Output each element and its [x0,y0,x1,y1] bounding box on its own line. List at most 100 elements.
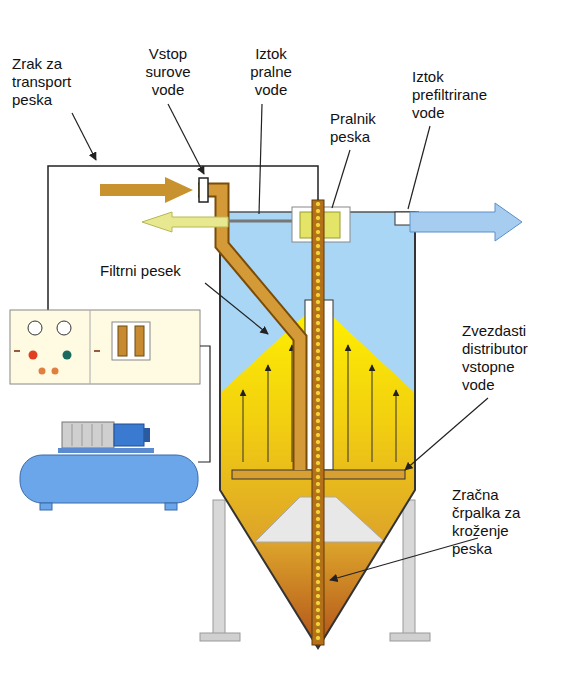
sand-bead [315,243,320,248]
sand-beads [315,201,320,640]
leader-line [168,104,204,174]
inlet-pipe [198,190,300,470]
sand-bead [315,208,320,213]
callout-label: Vstop surove vode [135,45,201,99]
flow-arrow [243,390,244,462]
motor [114,424,144,446]
sand-bead [315,488,320,493]
sand-bead [315,418,320,423]
leader-line [408,126,430,209]
sand-bead [315,362,320,367]
sand-bead [315,621,320,626]
sand-bead [315,292,320,297]
sand-bead [315,432,320,437]
callout-label: Iztok pralne vode [238,45,304,99]
sand-bead [315,600,320,605]
button [39,368,46,375]
sand-bead [315,565,320,570]
sand-bead [315,607,320,612]
sand-bead [315,341,320,346]
tank-foot [40,503,52,510]
sand-bead [315,635,320,640]
mark [14,350,20,352]
sand-bead [315,516,320,521]
sand-bead [315,537,320,542]
sand-bead [315,306,320,311]
sand-bead [315,593,320,598]
compressor-head [62,422,114,448]
sand-bead [315,404,320,409]
sand-bead [315,523,320,528]
sand-bead [315,285,320,290]
sand-bead [315,236,320,241]
sand-bead [315,376,320,381]
leg [213,500,225,635]
flow-arrow [268,365,269,462]
raw-water-arrow [100,177,193,203]
panel-box [10,310,200,384]
sand-bead [315,425,320,430]
sand-bead [315,467,320,472]
sand-bead [315,264,320,269]
sand-bead [315,271,320,276]
leader-line [405,398,488,470]
rib [92,424,93,446]
flange [199,178,208,202]
flow-arrow [348,345,349,462]
gauge [57,321,71,335]
sand-bead [315,453,320,458]
leader-line [332,150,350,208]
sand-bead [315,299,320,304]
sand-bead [315,446,320,451]
inner-cylinder [305,300,333,470]
flow-arrow [396,390,397,462]
flow-arrow [372,365,373,462]
tank-foot [165,503,177,510]
sand-bead [315,327,320,332]
sand-bead [315,383,320,388]
sand-bead [315,544,320,549]
sand-bead [315,222,320,227]
base-plate [58,448,154,453]
sand-bead [315,257,320,262]
sand-bead [315,313,320,318]
wash-water-pipe [228,220,300,223]
control-panel [10,310,200,384]
callout-label: Zračna črpalka za kroženje peska [452,486,544,558]
sand-bead [315,579,320,584]
sand-bead [315,201,320,206]
rib [82,424,83,446]
callout-label: Filtrni pesek [100,262,220,280]
sand-bead [315,278,320,283]
mark [94,350,100,352]
panel-divider [90,310,91,384]
wash-water-arrow [142,212,228,232]
sand-bead [315,495,320,500]
sand-bead [315,348,320,353]
flow-arrow [292,345,293,462]
lamp [63,351,72,360]
sand-bead [315,229,320,234]
sand-bead [315,551,320,556]
sand-bead [315,215,320,220]
air-tank [20,455,198,503]
sand-bead [315,586,320,591]
gauge [28,321,42,335]
sand-bead [315,439,320,444]
sand-bead [315,250,320,255]
sand-bead [315,390,320,395]
air-line [48,166,318,310]
switch-box [112,322,150,360]
sand-bead [315,460,320,465]
sand-bead [315,320,320,325]
button [52,368,59,375]
foot [200,633,240,641]
callout-label: Iztok prefiltrirane vode [412,68,504,122]
inlet-pipe-outline [198,190,300,470]
compressor [20,422,198,510]
sand-bead [315,509,320,514]
sand-bead [315,558,320,563]
filtrate-outflow-arrow [410,203,522,241]
